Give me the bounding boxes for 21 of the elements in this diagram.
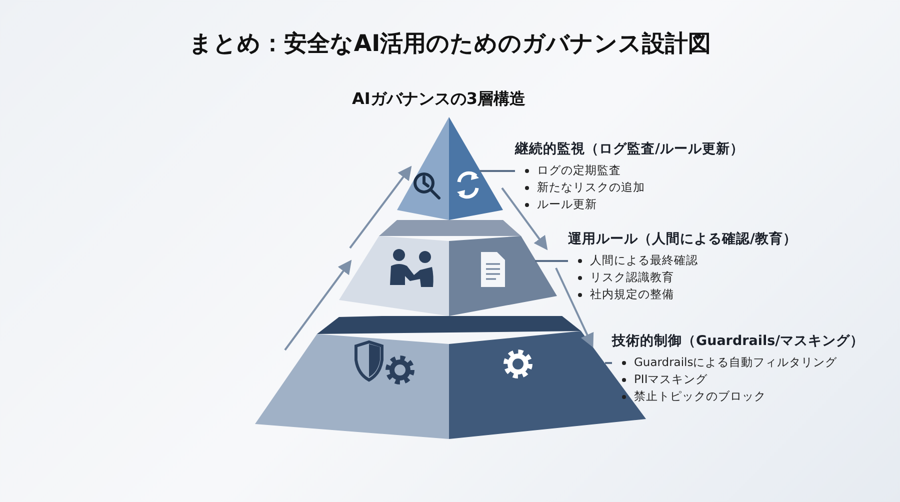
arrow — [501, 187, 548, 250]
arrow — [349, 166, 412, 249]
bullet-item: 人間による最終確認 — [590, 252, 698, 269]
title: まとめ：安全なAI活用のためのガバナンス設計図 — [188, 30, 712, 59]
bullet-item: 禁止トピックのブロック — [634, 388, 766, 405]
subtitle: AIガバナンスの3層構造 — [352, 89, 526, 110]
bullet-item: リスク認識教育 — [590, 269, 674, 286]
bullet-item: Guardrailsによる自動フィルタリング — [634, 354, 838, 371]
arrow — [555, 268, 594, 348]
tier-heading: 技術的制御（Guardrails/マスキング） — [612, 332, 864, 350]
bullet-item: ログの定期監査 — [537, 162, 621, 179]
bullet-item: PIIマスキング — [634, 371, 708, 388]
tier-heading: 運用ルール（人間による確認/教育） — [568, 230, 797, 248]
bullet-item: 社内規定の整備 — [590, 286, 674, 303]
bullet-item: 新たなリスクの追加 — [537, 179, 645, 196]
tier-heading: 継続的監視（ログ監査/ルール更新） — [515, 140, 744, 158]
leader-line — [535, 260, 568, 262]
bullet-item: ルール更新 — [537, 196, 597, 213]
leader-line — [605, 362, 612, 364]
arrow — [284, 260, 352, 351]
leader-line — [480, 170, 515, 172]
